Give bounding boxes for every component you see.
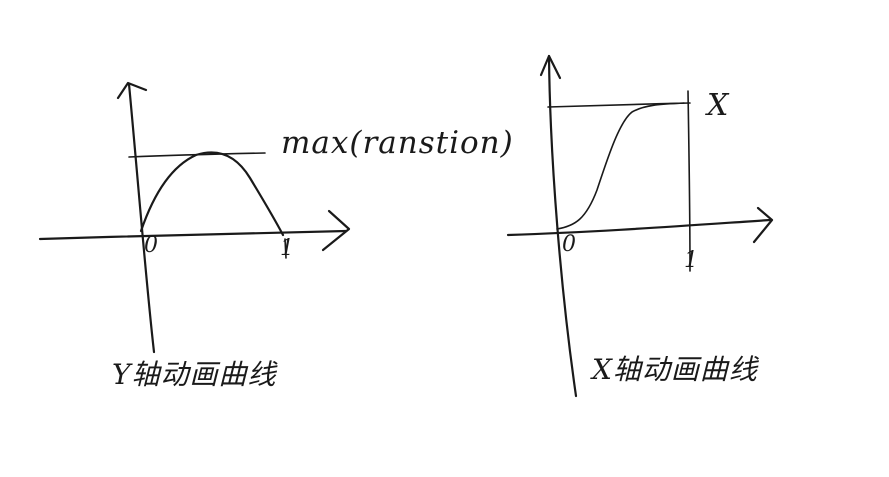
right-x-axis [506, 218, 772, 237]
left-x-axis-arrow [321, 209, 351, 252]
left-one-label: 1 [280, 236, 294, 261]
left-zero-label: 0 [144, 233, 158, 258]
right-vertical-line [687, 90, 691, 272]
left-max-line [128, 152, 266, 158]
left-max-annotation: max(ranstion) [281, 125, 514, 161]
left-bell-curve [139, 151, 285, 237]
left-graph [38, 81, 351, 354]
right-x-annotation: X [707, 88, 730, 123]
right-caption: X轴动画曲线 [592, 353, 758, 386]
left-one-tick [284, 238, 287, 259]
right-y-axis [547, 54, 578, 398]
right-s-curve [556, 102, 685, 230]
right-y-axis-arrow [539, 54, 562, 80]
right-x-axis-arrow [752, 206, 774, 244]
left-y-axis-arrow [116, 81, 148, 100]
right-graph [506, 54, 774, 398]
left-x-axis [38, 229, 348, 241]
left-y-axis [127, 82, 156, 354]
right-zero-label: 0 [562, 232, 576, 257]
right-one-label: 1 [684, 248, 698, 273]
left-caption: Y轴动画曲线 [112, 358, 277, 391]
